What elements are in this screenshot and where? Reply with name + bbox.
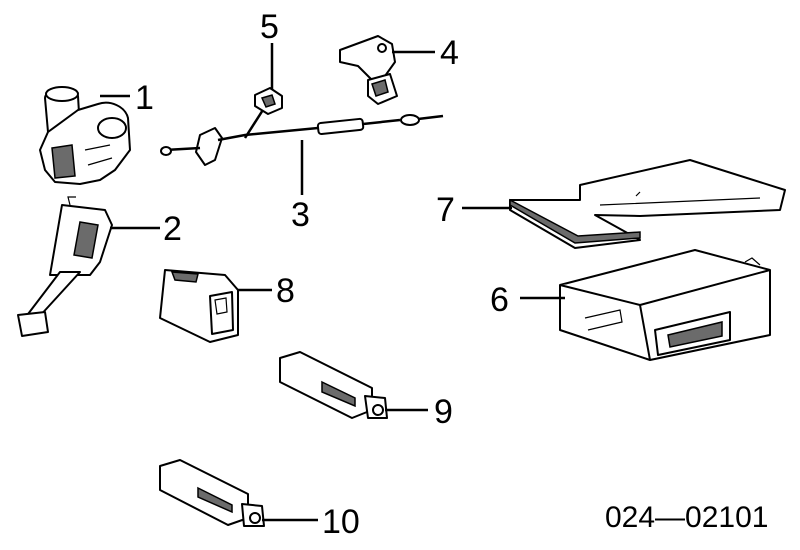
callout-6: 6 — [490, 281, 509, 319]
part-5-nut — [254, 87, 283, 115]
callout-10: 10 — [322, 503, 360, 541]
part-6-module — [559, 249, 771, 361]
part-1-sensor — [39, 86, 131, 185]
callout-2: 2 — [163, 210, 182, 248]
callout-1: 1 — [135, 79, 154, 117]
part-4-clip — [339, 35, 398, 105]
callout-4: 4 — [440, 34, 459, 72]
part-8-switch — [159, 269, 239, 343]
part-9-connector — [279, 351, 388, 419]
callout-9: 9 — [434, 393, 453, 431]
diagram-code: 024—02101 — [605, 501, 768, 534]
leader-lines — [100, 43, 565, 522]
callout-3: 3 — [291, 196, 310, 234]
part-10-connector — [159, 459, 265, 527]
part-2-bracket — [17, 196, 113, 337]
callout-8: 8 — [276, 272, 295, 310]
callout-7: 7 — [436, 191, 455, 229]
part-7-plate — [509, 159, 786, 249]
callout-5: 5 — [260, 8, 279, 46]
